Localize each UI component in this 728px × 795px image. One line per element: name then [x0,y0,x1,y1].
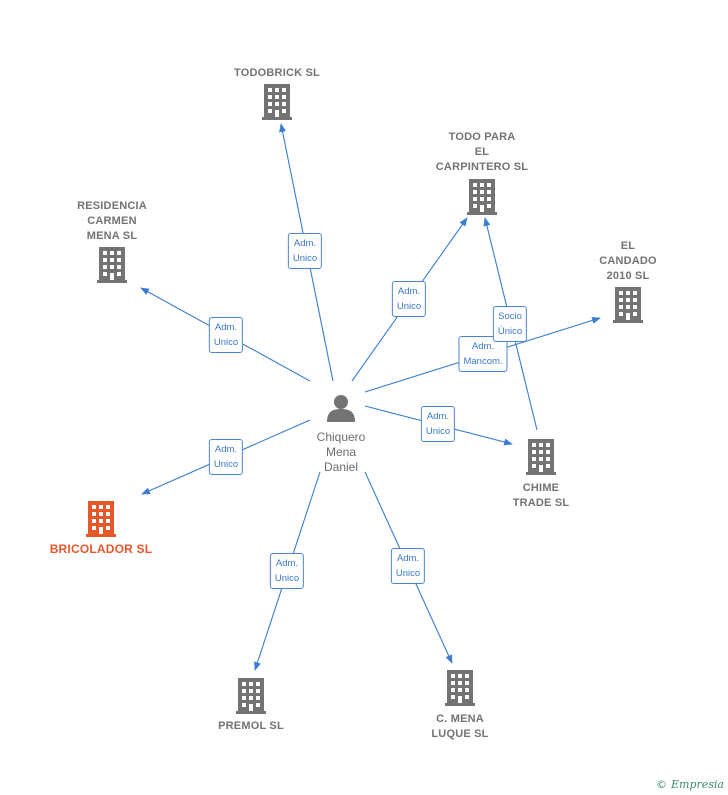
brand-name: Empresia [671,778,724,791]
edge-label-bricolador[interactable]: Adm. Unico [208,439,244,475]
building-icon-residencia[interactable] [97,247,127,283]
copyright-icon: © [656,778,667,791]
company-label-bricolador[interactable]: BRICOLADOR SL [49,542,153,556]
building-icon-premol[interactable] [236,678,266,714]
company-label-todobrick[interactable]: TODOBRICK SL [234,67,320,79]
edge-label-todobrick[interactable]: Adm. Unico [287,233,323,269]
building-icon-todobrick[interactable] [262,84,292,120]
edge-label-todo-para[interactable]: Adm. Unico [391,281,427,317]
company-label-el-candado[interactable]: EL CANDADO 2010 SL [599,240,657,282]
person-icon[interactable] [327,395,355,422]
building-icon-el-candado[interactable] [613,287,643,323]
edge-label-mena-luque[interactable]: Adm. Unico [390,548,426,584]
building-icon-bricolador[interactable] [86,501,116,537]
company-label-residencia[interactable]: RESIDENCIA CARMEN MENA SL [77,200,147,242]
building-icon-todo-para[interactable] [467,179,497,215]
company-label-mena-luque[interactable]: C. MENA LUQUE SL [431,713,489,740]
footer-brand[interactable]: © Empresia [656,778,724,791]
company-label-chime[interactable]: CHIME TRADE SL [512,482,570,509]
edge-label-chime[interactable]: Adm. Unico [420,406,456,442]
edge-label-residencia[interactable]: Adm. Unico [208,317,244,353]
person-name[interactable]: Chiquero Mena Daniel [316,430,366,474]
edges-layer [140,123,601,671]
building-icon-mena-luque[interactable] [445,670,475,706]
edge-label-premol[interactable]: Adm. Unico [269,553,305,589]
building-icon-chime[interactable] [526,439,556,475]
edge-label-el-candado[interactable]: Adm. Mancom. [458,336,508,372]
edge-label-todo-para[interactable]: Socio Único [492,306,528,342]
nodes-layer [86,84,643,714]
company-label-premol[interactable]: PREMOL SL [218,720,284,732]
company-label-todo-para[interactable]: TODO PARA EL CARPINTERO SL [435,131,529,173]
